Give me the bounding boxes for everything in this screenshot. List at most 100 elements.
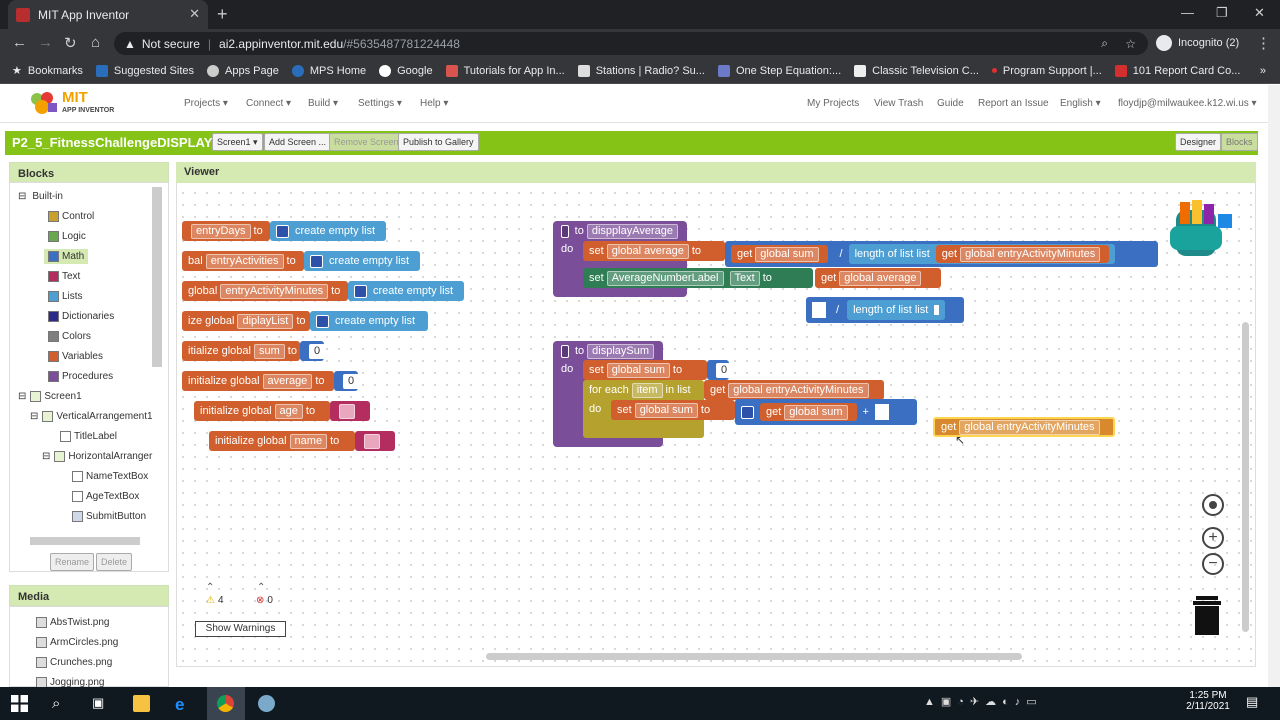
chrome-icon[interactable]	[217, 695, 234, 712]
number-zero-block[interactable]: 0	[334, 371, 360, 391]
create-empty-list-block[interactable]: create empty list	[348, 281, 464, 301]
tree-age-textbox[interactable]: AgeTextBox	[72, 491, 139, 502]
edge-icon[interactable]: e	[175, 695, 185, 714]
page-scrollbar[interactable]	[1268, 85, 1280, 687]
search-icon[interactable]: ⌕	[52, 695, 61, 712]
incognito-profile[interactable]: Incognito (2)	[1156, 35, 1239, 51]
remove-screen-button[interactable]: Remove Screen	[329, 133, 404, 151]
menu-help[interactable]: Help ▾	[420, 98, 449, 109]
system-tray-icons[interactable]: ▲▣◔✈☁◐♪▭	[924, 696, 1043, 708]
home-icon[interactable]: ⌂	[91, 34, 101, 51]
link-my-projects[interactable]: My Projects	[807, 98, 860, 109]
bookmark-item[interactable]: Stations | Radio? Su...	[577, 64, 705, 77]
rename-button[interactable]: Rename	[50, 553, 95, 571]
close-tab-icon[interactable]: ✕	[189, 6, 200, 21]
tree-title-label[interactable]: TitleLabel	[60, 431, 117, 442]
tree-screen1[interactable]: ⊟Screen1	[18, 391, 82, 402]
bookmark-item[interactable]: Program Support |...	[991, 65, 1102, 77]
number-zero-block[interactable]: 0	[300, 341, 326, 361]
screen-select-button[interactable]: Screen1 ▾	[212, 133, 263, 151]
recenter-icon[interactable]	[1202, 494, 1224, 516]
empty-text-block[interactable]	[330, 401, 370, 421]
close-window-icon[interactable]: ✕	[1254, 5, 1265, 20]
menu-connect[interactable]: Connect ▾	[246, 98, 292, 109]
windows-start-icon[interactable]	[11, 695, 28, 712]
maximize-icon[interactable]: ❐	[1216, 5, 1228, 20]
menu-projects[interactable]: Projects ▾	[184, 98, 228, 109]
chrome-menu-icon[interactable]: ⋮	[1256, 35, 1271, 52]
delete-button[interactable]: Delete	[96, 553, 133, 571]
bookmark-item[interactable]: Tutorials for App In...	[445, 64, 565, 77]
menu-settings[interactable]: Settings ▾	[358, 98, 402, 109]
tree-vertical-arrangement[interactable]: ⊟VerticalArrangement1	[30, 411, 153, 422]
app-icon[interactable]	[258, 695, 275, 712]
link-guide[interactable]: Guide	[937, 98, 964, 109]
minimize-icon[interactable]: —	[1181, 5, 1194, 20]
media-file[interactable]: Crunches.png	[36, 657, 112, 668]
drawer-logic[interactable]: Logic	[48, 231, 86, 242]
bookmark-item[interactable]: ★Bookmarks	[12, 64, 83, 78]
notifications-icon[interactable]: ▤	[1246, 694, 1259, 709]
create-empty-list-block[interactable]: create empty list	[310, 311, 428, 331]
show-warnings-button[interactable]: Show Warnings	[195, 621, 286, 637]
forward-icon[interactable]: →	[38, 34, 53, 51]
bookmark-item[interactable]: One Step Equation:...	[717, 64, 841, 77]
bookmark-item[interactable]: Google	[379, 64, 433, 77]
error-up-icon[interactable]: ⌃	[257, 582, 266, 593]
create-empty-list-block[interactable]: create empty list	[270, 221, 386, 241]
drawer-text[interactable]: Text	[48, 271, 80, 282]
drawer-math[interactable]: Math	[44, 249, 89, 264]
drawer-control[interactable]: Control	[48, 211, 94, 222]
bookmark-item[interactable]: MPS Home	[291, 64, 366, 77]
language-select[interactable]: English ▾	[1060, 98, 1101, 109]
new-tab-icon[interactable]: +	[217, 4, 228, 24]
bookmark-item[interactable]: Classic Television C...	[854, 64, 979, 77]
bookmark-item[interactable]: Suggested Sites	[95, 64, 194, 77]
backpack-icon[interactable]	[1168, 198, 1238, 262]
drawer-lists[interactable]: Lists	[48, 291, 83, 302]
workspace-horizontal-scrollbar[interactable]	[486, 653, 1022, 660]
empty-text-block[interactable]	[355, 431, 395, 451]
tree-submit-button[interactable]: SubmitButton	[72, 511, 146, 522]
drawer-colors[interactable]: Colors	[48, 331, 91, 342]
tree-vertical-scrollbar[interactable]	[152, 187, 162, 367]
drawer-variables[interactable]: Variables	[48, 351, 103, 362]
mit-app-inventor-logo[interactable]: MIT APP INVENTOR	[28, 87, 138, 119]
more-bookmarks-icon[interactable]: »	[1259, 64, 1266, 77]
floating-divide-block[interactable]: / length of list list	[806, 297, 964, 323]
media-file[interactable]: ArmCircles.png	[36, 637, 118, 648]
zoom-in-icon[interactable]: +	[1202, 527, 1224, 549]
link-view-trash[interactable]: View Trash	[874, 98, 924, 109]
bookmark-item[interactable]: 101 Report Card Co...	[1114, 64, 1240, 77]
bookmark-item[interactable]: Apps Page	[207, 64, 279, 77]
publish-gallery-button[interactable]: Publish to Gallery	[398, 133, 479, 151]
zoom-out-icon[interactable]: −	[1202, 553, 1224, 575]
number-zero-block[interactable]: 0	[707, 360, 733, 380]
add-screen-button[interactable]: Add Screen ...	[264, 133, 332, 151]
zoom-search-icon[interactable]: ⌕	[1101, 36, 1108, 50]
tree-builtin[interactable]: ⊟Built-in	[18, 191, 63, 202]
task-view-icon[interactable]: ▣	[92, 695, 105, 710]
back-icon[interactable]: ←	[12, 34, 27, 51]
tree-horizontal-scrollbar[interactable]	[30, 537, 140, 545]
workspace-vertical-scrollbar[interactable]	[1242, 322, 1249, 632]
file-explorer-icon[interactable]	[133, 695, 150, 712]
designer-button[interactable]: Designer	[1175, 133, 1222, 151]
browser-tab[interactable]: MIT App Inventor ✕	[8, 0, 208, 29]
taskbar-clock[interactable]: 1:25 PM 2/11/2021	[1186, 690, 1230, 712]
